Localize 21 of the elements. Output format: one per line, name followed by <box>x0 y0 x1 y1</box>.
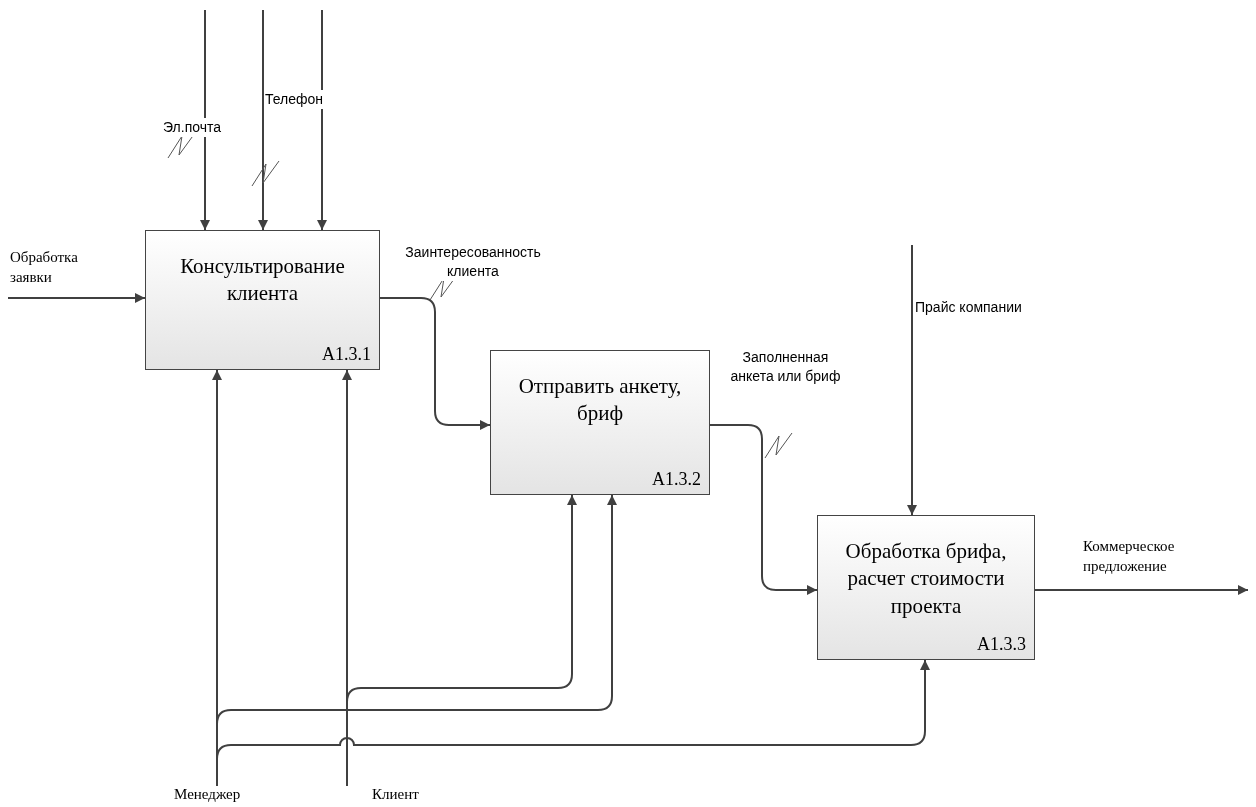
node-number: A1.3.1 <box>322 344 371 365</box>
arrow <box>216 659 930 787</box>
function-title: Обработка брифа, расчет стоимости проекта <box>844 538 1008 620</box>
arrow <box>7 293 146 303</box>
function-title: Отправить анкету, бриф <box>517 373 683 428</box>
function-box <box>145 230 380 370</box>
node-number: A1.3.2 <box>652 469 701 490</box>
mechanism-label: Менеджер <box>170 786 265 806</box>
arrow <box>258 9 268 231</box>
mechanism-label: Клиент <box>342 786 427 806</box>
arrow <box>907 244 917 516</box>
arrow <box>709 424 818 595</box>
function-box <box>490 350 710 495</box>
function-title: Консультирование клиента <box>179 253 346 308</box>
function-box <box>817 515 1035 660</box>
arrow <box>317 9 327 231</box>
arrow <box>346 494 577 787</box>
node-number: A1.3.3 <box>977 634 1026 655</box>
arrow <box>1034 585 1249 595</box>
arrow <box>200 9 210 231</box>
arrow <box>379 297 491 430</box>
